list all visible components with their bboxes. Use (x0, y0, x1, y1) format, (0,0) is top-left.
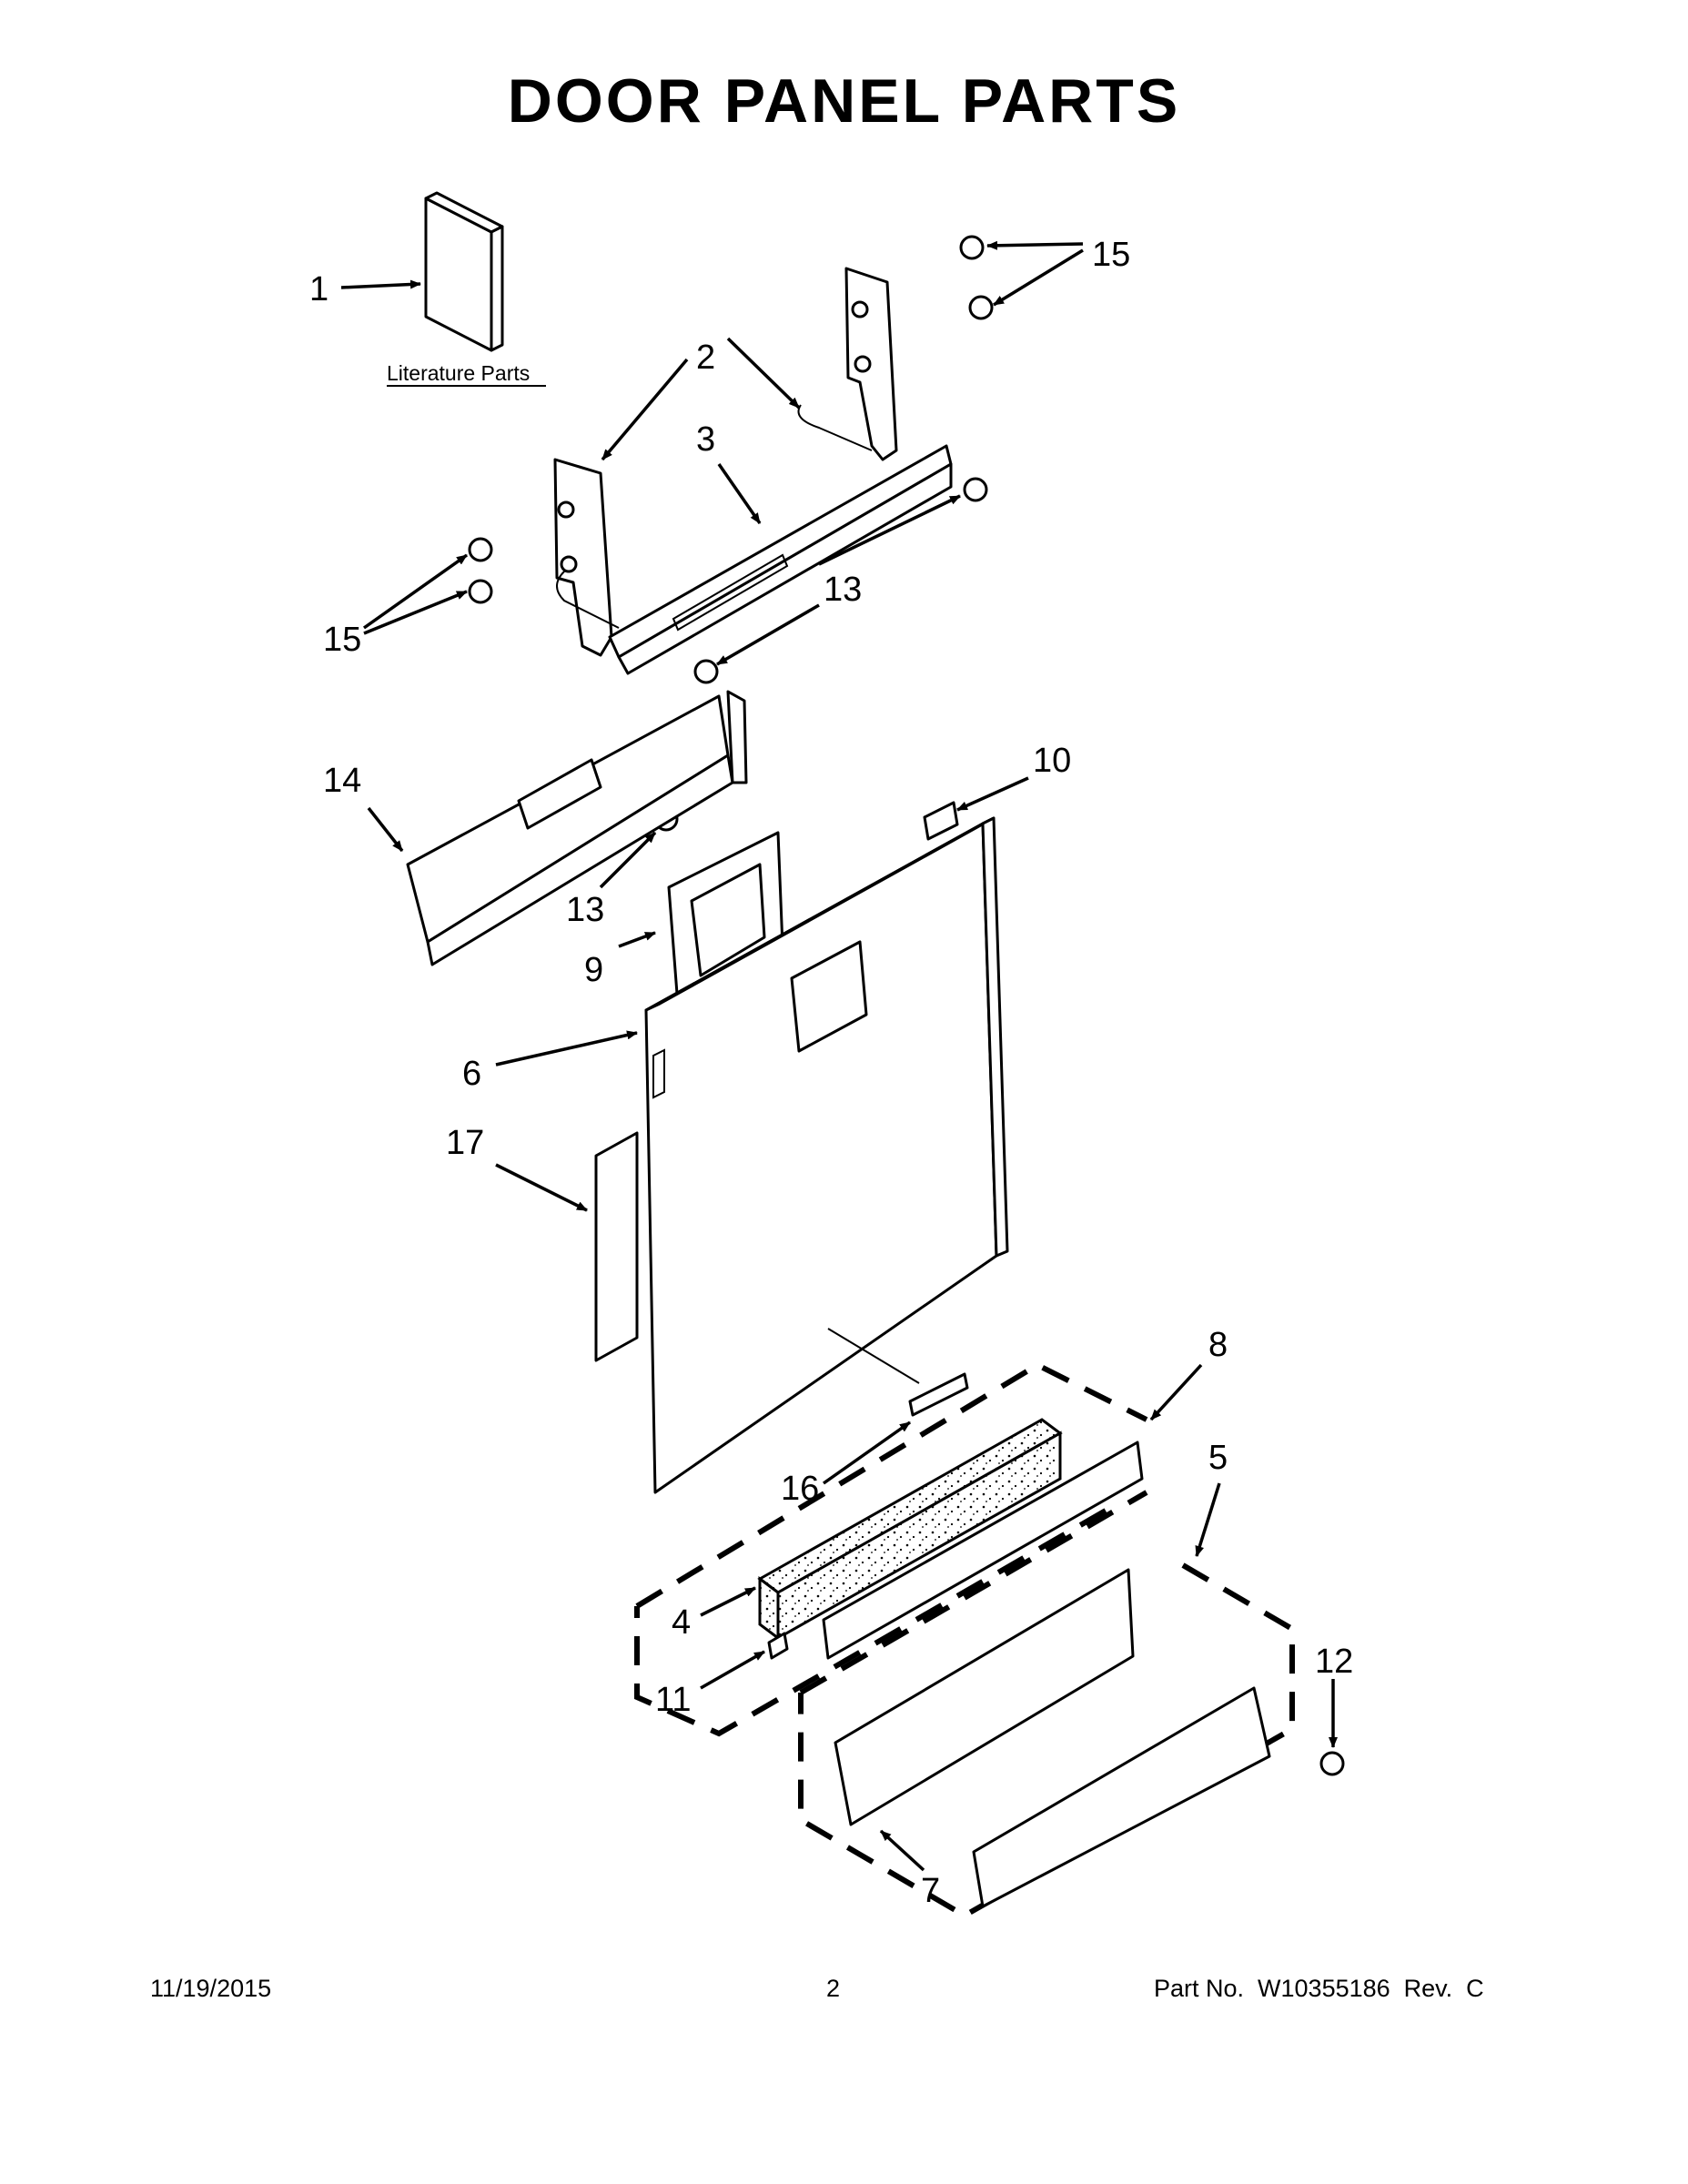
clip-part (767, 1632, 789, 1660)
callout-4: 4 (672, 1603, 691, 1642)
callout-5: 5 (1208, 1439, 1228, 1477)
toe-panel (834, 1568, 1271, 1908)
literature-booklet (424, 191, 504, 352)
callout-labels: 1 2 3 13 15 15 14 13 10 9 6 17 8 5 16 4 … (309, 236, 1353, 1910)
callout-13-top: 13 (824, 571, 862, 609)
callout-arrows (340, 240, 1338, 1872)
callout-8: 8 (1208, 1326, 1228, 1364)
control-console (406, 690, 748, 966)
logo-badge (908, 1372, 969, 1417)
callout-13-mid: 13 (566, 891, 604, 929)
callout-14: 14 (323, 762, 361, 800)
callout-17: 17 (446, 1124, 484, 1162)
callout-9: 9 (584, 951, 603, 989)
footer-page-number: 2 (826, 1975, 841, 2002)
door-gasket (594, 1131, 639, 1362)
footer-part-number: Part No. W10355186 Rev. C (1154, 1975, 1484, 2002)
callout-1: 1 (309, 270, 329, 308)
hinge-bracket-right (797, 267, 898, 461)
outer-door-panel (644, 816, 1009, 1494)
literature-parts-label: Literature Parts (387, 361, 530, 385)
callout-12: 12 (1315, 1643, 1353, 1681)
latch-part (923, 801, 959, 841)
callout-3: 3 (696, 420, 715, 459)
callout-10: 10 (1033, 742, 1071, 780)
group-5-outline (798, 1490, 1295, 1919)
callout-11: 11 (655, 1681, 691, 1719)
toe-bracket (822, 1441, 1144, 1660)
callout-6: 6 (462, 1055, 481, 1093)
callout-16: 16 (781, 1470, 819, 1508)
insulation-foam (757, 1418, 1063, 1641)
door-top-strip (608, 444, 953, 675)
group-8-outline (634, 1361, 1148, 1737)
hinge-bracket-left (553, 458, 620, 657)
callout-2: 2 (696, 339, 715, 377)
callout-15-left: 15 (323, 621, 361, 659)
callout-7: 7 (921, 1872, 940, 1910)
page-title: DOOR PANEL PARTS (507, 66, 1181, 136)
footer-date: 11/19/2015 (150, 1975, 272, 2002)
callout-15-right: 15 (1092, 236, 1130, 274)
